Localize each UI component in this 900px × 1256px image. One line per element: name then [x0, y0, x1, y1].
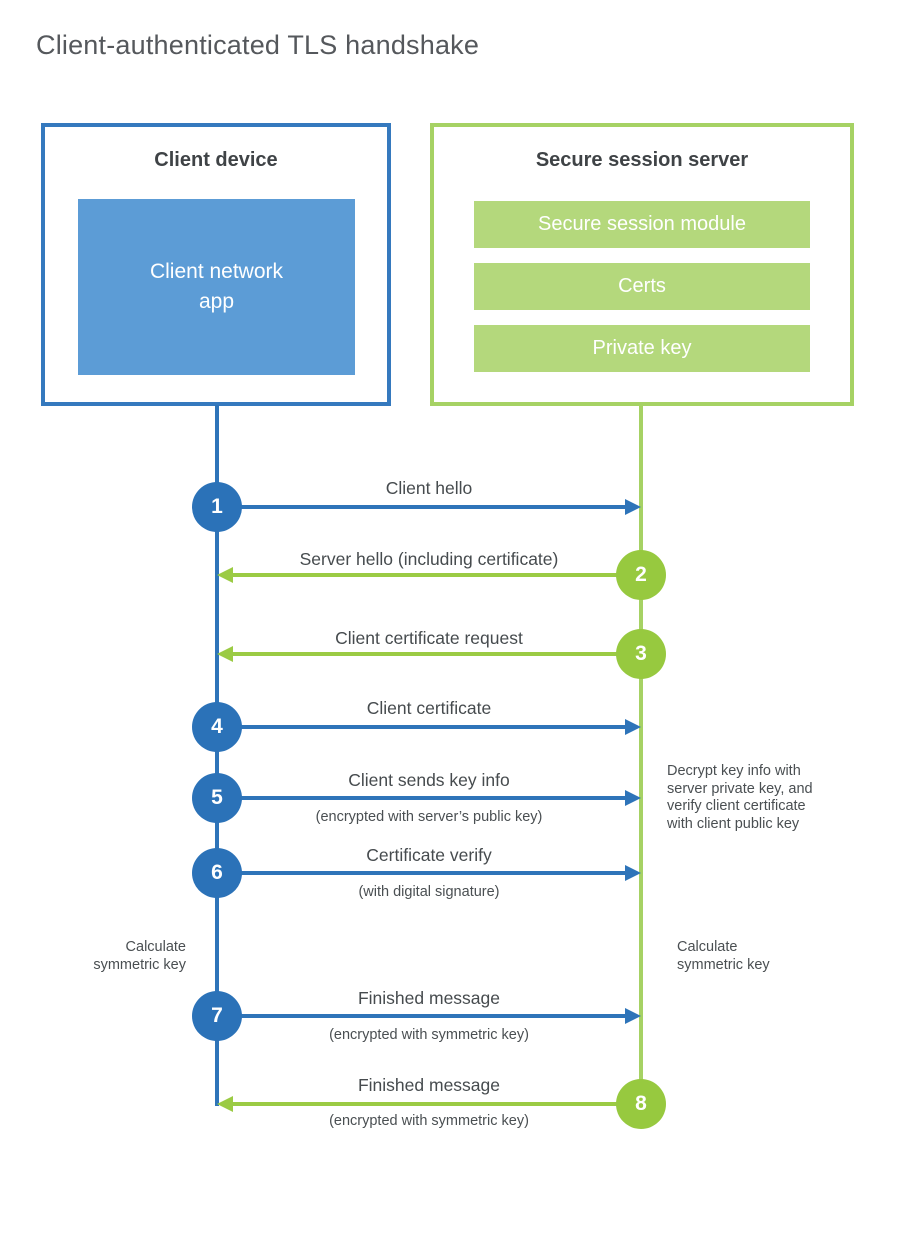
secure-session-server-box: Secure session server Secure session mod… [430, 123, 854, 406]
message-label: Client sends key info [348, 770, 510, 790]
message-label: Client hello [385, 478, 473, 498]
step-badge: 8 [616, 1079, 666, 1129]
step-badge: 6 [192, 848, 242, 898]
server-module-bar: Secure session module [474, 201, 810, 248]
step-badge: 3 [616, 629, 666, 679]
step-badge: 1 [192, 482, 242, 532]
message-sublabel: (with digital signature) [358, 884, 500, 900]
client-device-title: Client device [154, 149, 278, 171]
message-label: Server hello (including certificate) [299, 549, 559, 569]
step-badge: 5 [192, 773, 242, 823]
message-label: Client certificate request [335, 628, 523, 648]
message-line [231, 1102, 641, 1106]
server-lifeline [639, 405, 643, 1104]
client-device-box: Client device Client network app [41, 123, 391, 406]
message-line [217, 725, 627, 729]
message-line [231, 573, 641, 577]
client-lifeline [215, 405, 219, 1106]
arrow-right-icon [625, 719, 641, 735]
calculate-symmetric-key-note-client: Calculate symmetric key [93, 939, 186, 973]
message-label: Certificate verify [366, 845, 492, 865]
message-label: Finished message [357, 988, 501, 1008]
page-title: Client-authenticated TLS handshake [36, 30, 480, 60]
arrow-left-icon [217, 567, 233, 583]
arrow-left-icon [217, 646, 233, 662]
message-sublabel: (encrypted with server’s public key) [315, 809, 543, 825]
server-private-key-bar: Private key [474, 325, 810, 372]
message-line [217, 796, 627, 800]
arrow-right-icon [625, 499, 641, 515]
calculate-symmetric-key-note-server: Calculate symmetric key [677, 939, 770, 973]
arrow-right-icon [625, 790, 641, 806]
step-badge: 4 [192, 702, 242, 752]
client-network-app-box: Client network app [78, 199, 355, 375]
step-badge: 2 [616, 550, 666, 600]
message-sublabel: (encrypted with symmetric key) [329, 1027, 529, 1043]
server-certs-bar: Certs [474, 263, 810, 310]
message-line [217, 871, 627, 875]
message-line [231, 652, 641, 656]
message-sublabel: (encrypted with symmetric key) [329, 1113, 529, 1129]
arrow-left-icon [217, 1096, 233, 1112]
message-line [217, 505, 627, 509]
message-line [217, 1014, 627, 1018]
step-badge: 7 [192, 991, 242, 1041]
secure-session-server-title: Secure session server [535, 149, 749, 171]
arrow-right-icon [625, 865, 641, 881]
message-label: Finished message [357, 1075, 501, 1095]
decrypt-note: Decrypt key info with server private key… [667, 763, 813, 832]
message-label: Client certificate [366, 698, 492, 718]
arrow-right-icon [625, 1008, 641, 1024]
